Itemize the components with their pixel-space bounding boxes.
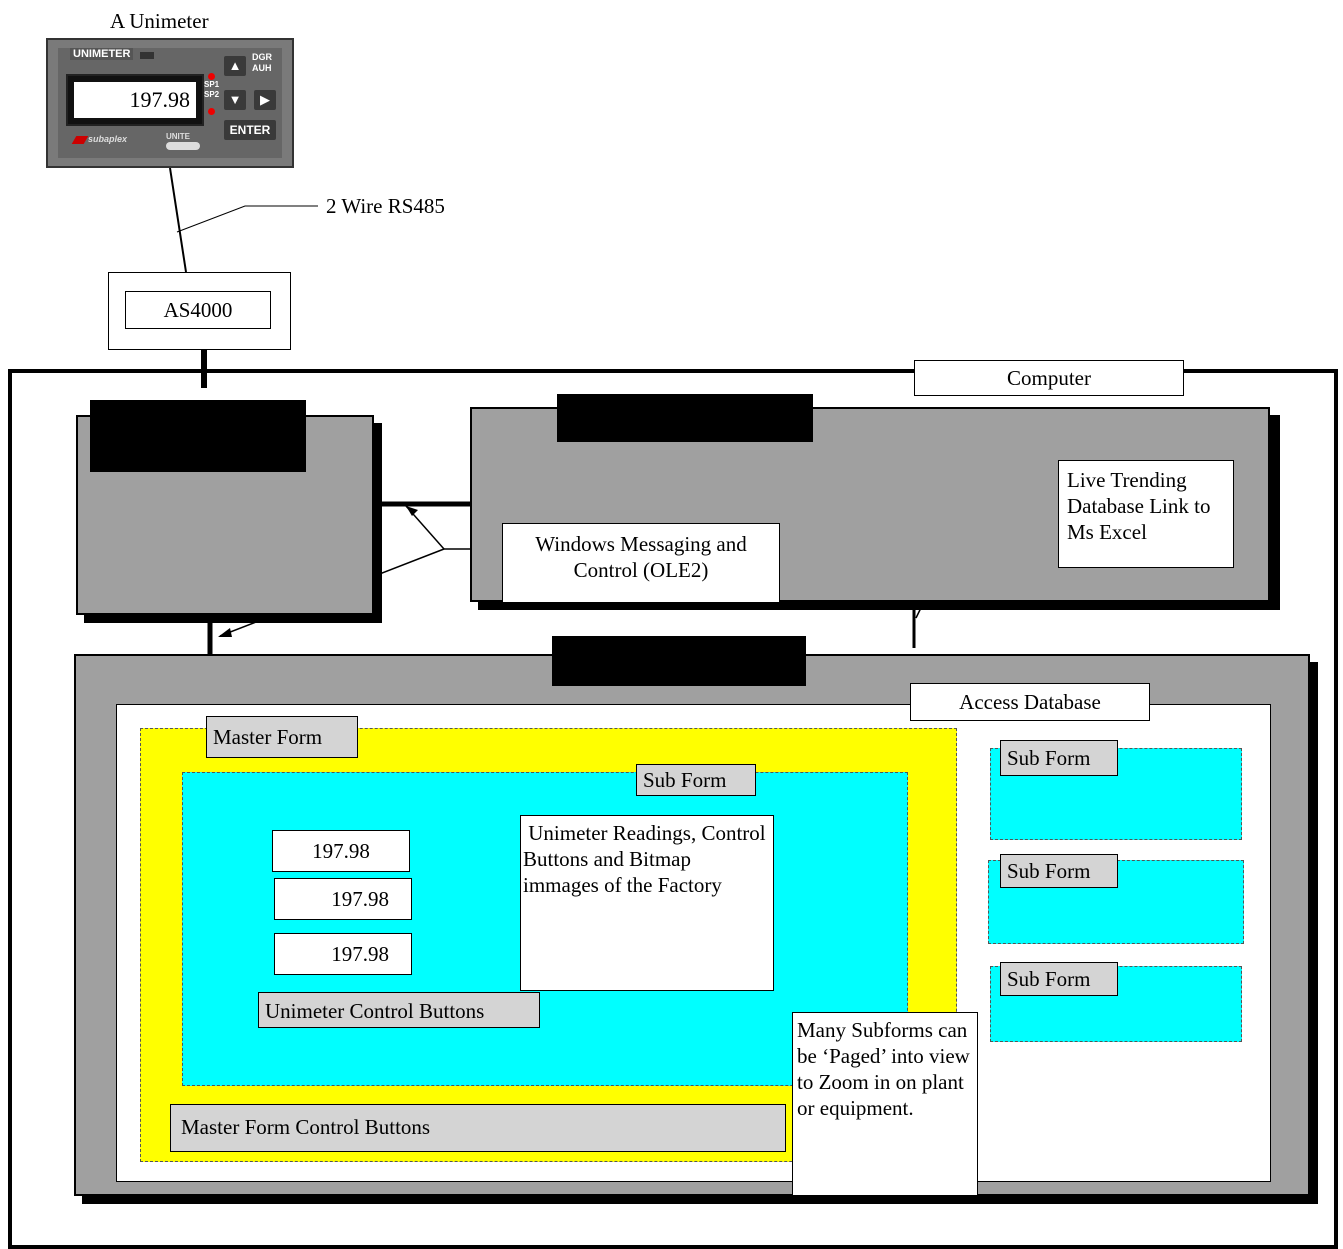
unimeter-status-led [140,52,154,59]
main-sub-form-label: Sub Form [636,764,756,796]
up-arrow-button[interactable]: ▲ [224,56,246,76]
wire-label: 2 Wire RS485 [326,194,445,218]
unimeter-brand: UNIMETER [70,48,134,60]
driver-title-bar [90,400,306,472]
side-sub-form-2-label: Sub Form [1000,854,1118,888]
sp2-label: SP2 [204,90,220,99]
maker-name: subaplex [88,134,128,144]
paging-note: Many Subforms can be ‘Paged’ into view t… [792,1012,978,1196]
unimeter-display: 197.98 [74,82,196,118]
unite-plate [166,142,200,150]
reading-field-1: 197.98 [272,830,410,872]
sp1-led [208,73,215,80]
as4000-box: AS4000 [108,272,291,350]
unimeter-caption: A Unimeter [110,9,209,33]
sp2-led [208,108,215,115]
wire-label-leader [176,205,318,233]
reading-field-3: 197.98 [274,933,412,975]
unimeter-control-buttons[interactable]: Unimeter Control Buttons [258,992,540,1028]
right-arrow-button[interactable]: ▶ [254,90,276,110]
ole-note: Windows Messaging and Control (OLE2) [502,523,780,603]
computer-label: Computer [914,360,1184,396]
dgr-label: DGR [252,52,272,62]
sp1-label: SP1 [204,80,220,89]
reading-field-2: 197.98 [274,878,412,920]
as4000-label: AS4000 [125,291,271,329]
auh-label: AUH [252,63,272,73]
enter-button[interactable]: ENTER [224,120,276,140]
unimeter-device: UNIMETER 197.98 SP1 SP2 ▲ ▼ ▶ DGR AUH EN… [46,38,294,168]
live-trending-note: Live Trending Database Link to Ms Excel [1058,460,1234,568]
down-arrow-button[interactable]: ▼ [224,90,246,110]
access-title-bar [552,636,806,686]
unite-label: UNITE [166,132,190,141]
trending-title-bar [557,394,813,442]
master-form-label: Master Form [206,716,358,758]
readings-note: Unimeter Readings, Control Buttons and B… [520,815,774,991]
master-form-control-buttons[interactable]: Master Form Control Buttons [170,1104,786,1152]
rs485-wire [169,167,187,273]
side-sub-form-3-label: Sub Form [1000,962,1118,996]
access-label: Access Database [910,683,1150,721]
side-sub-form-1-label: Sub Form [1000,740,1118,776]
